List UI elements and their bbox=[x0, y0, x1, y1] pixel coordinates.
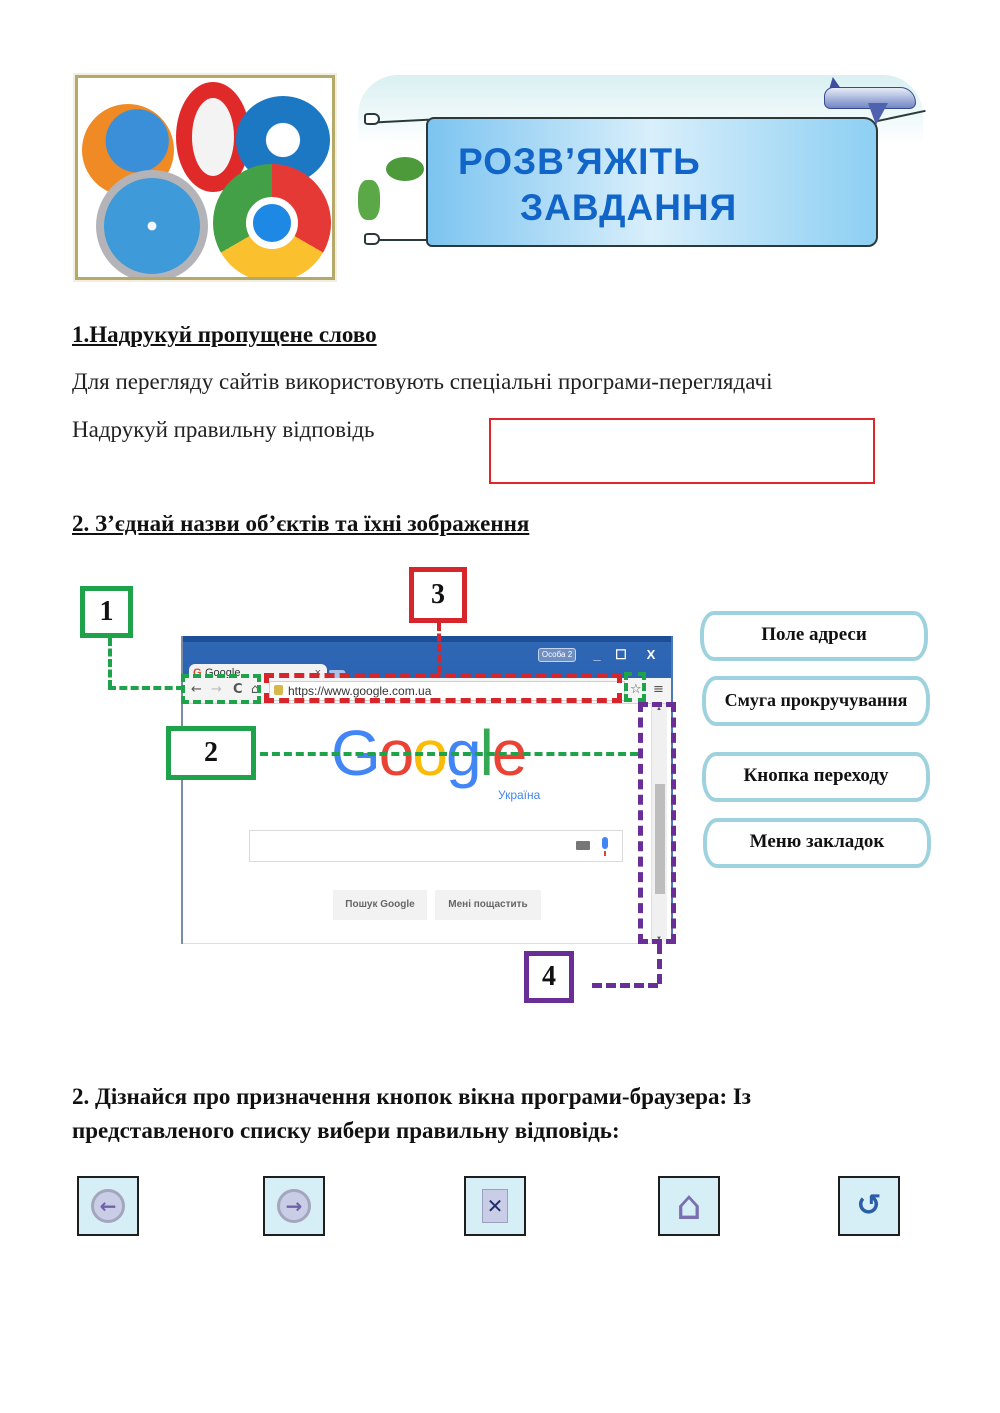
back-arrow-icon: ← bbox=[91, 1189, 125, 1223]
menu-icon[interactable]: ≡ bbox=[653, 682, 664, 697]
label-bookmarks-menu[interactable]: Меню закладок bbox=[703, 818, 931, 868]
bookmark-star-icon[interactable]: ☆ bbox=[630, 682, 642, 697]
chrome-logo-icon bbox=[213, 164, 331, 277]
back-button[interactable]: ← bbox=[77, 1176, 139, 1236]
microphone-icon[interactable] bbox=[602, 837, 608, 856]
google-search-button[interactable]: Пошук Google bbox=[333, 890, 427, 920]
banner-title: РОЗВ’ЯЖІТЬ ЗАВДАННЯ bbox=[458, 141, 738, 228]
label-scrollbar[interactable]: Смуга прокручування bbox=[702, 676, 930, 726]
google-favicon-icon: G bbox=[193, 667, 202, 679]
task1-prompt: Надрукуй правильну відповідь bbox=[72, 417, 375, 442]
callout-1: 1 bbox=[80, 586, 133, 638]
scrollbar-highlight bbox=[638, 702, 676, 944]
home-icon: ⌂ bbox=[676, 1183, 702, 1229]
tree-decoration bbox=[386, 157, 424, 181]
label-address-field[interactable]: Поле адреси bbox=[700, 611, 928, 661]
address-bar-highlight bbox=[264, 673, 622, 703]
label-navigation-button[interactable]: Кнопка переходу bbox=[702, 752, 930, 802]
back-arrow-icon[interactable]: ← bbox=[191, 682, 202, 697]
keyboard-icon[interactable] bbox=[576, 841, 590, 850]
task3-heading-line2: представленого списку вибери правильну в… bbox=[72, 1118, 620, 1143]
browser-logos-image bbox=[75, 75, 335, 280]
home-icon[interactable]: ⌂ bbox=[251, 682, 260, 697]
lock-icon bbox=[274, 685, 283, 695]
forward-arrow-icon[interactable]: → bbox=[211, 682, 222, 697]
home-button[interactable]: ⌂ bbox=[658, 1176, 720, 1236]
scrollbar-thumb[interactable] bbox=[655, 784, 665, 894]
solve-tasks-banner: РОЗВ’ЯЖІТЬ ЗАВДАННЯ bbox=[358, 75, 926, 255]
hook-icon bbox=[364, 233, 380, 245]
bush-decoration bbox=[358, 180, 380, 220]
forward-arrow-icon: → bbox=[277, 1189, 311, 1223]
nav-buttons-highlight bbox=[181, 674, 261, 704]
safari-logo-icon bbox=[96, 170, 208, 277]
address-url: https://www.google.com.ua bbox=[288, 684, 432, 698]
google-region-label: Україна bbox=[498, 788, 541, 802]
feeling-lucky-button[interactable]: Мені пощастить bbox=[435, 890, 541, 920]
forward-button[interactable]: → bbox=[263, 1176, 325, 1236]
google-search-field[interactable] bbox=[249, 830, 623, 862]
stop-icon: ✕ bbox=[482, 1189, 508, 1223]
refresh-button[interactable]: ↺ bbox=[838, 1176, 900, 1236]
callout-2: 2 bbox=[166, 726, 256, 780]
minimize-button[interactable]: _ bbox=[593, 647, 601, 662]
reload-icon[interactable]: C bbox=[233, 682, 243, 697]
user-profile-badge[interactable]: Особа 2 bbox=[538, 648, 576, 662]
answer-box[interactable] bbox=[489, 418, 875, 484]
callout-4: 4 bbox=[524, 951, 574, 1003]
refresh-icon: ↺ bbox=[856, 1188, 882, 1223]
browser-content: Google Україна Пошук Google Мені пощасти… bbox=[183, 704, 673, 944]
stop-button[interactable]: ✕ bbox=[464, 1176, 526, 1236]
scroll-up-icon[interactable]: ▲ bbox=[656, 706, 662, 712]
bookmark-star-highlight bbox=[624, 672, 646, 702]
close-window-button[interactable]: X bbox=[646, 647, 656, 662]
banner-flag bbox=[426, 117, 878, 247]
browser-title-bar: G Google × Особа 2 _ ☐ X bbox=[183, 636, 673, 686]
task1-heading: 1.Надрукуй пропущене слово bbox=[72, 322, 377, 347]
task3-heading-line1: 2. Дізнайся про призначення кнопок вікна… bbox=[72, 1084, 752, 1109]
answer-input[interactable] bbox=[491, 420, 873, 482]
maximize-button[interactable]: ☐ bbox=[615, 647, 627, 662]
task2-heading: 2. З’єднай назви об’єктів та їхні зображ… bbox=[72, 511, 530, 536]
callout-3: 3 bbox=[409, 567, 467, 623]
hook-icon bbox=[364, 113, 380, 125]
task1-sentence: Для перегляду сайтів використовують спец… bbox=[72, 369, 773, 394]
